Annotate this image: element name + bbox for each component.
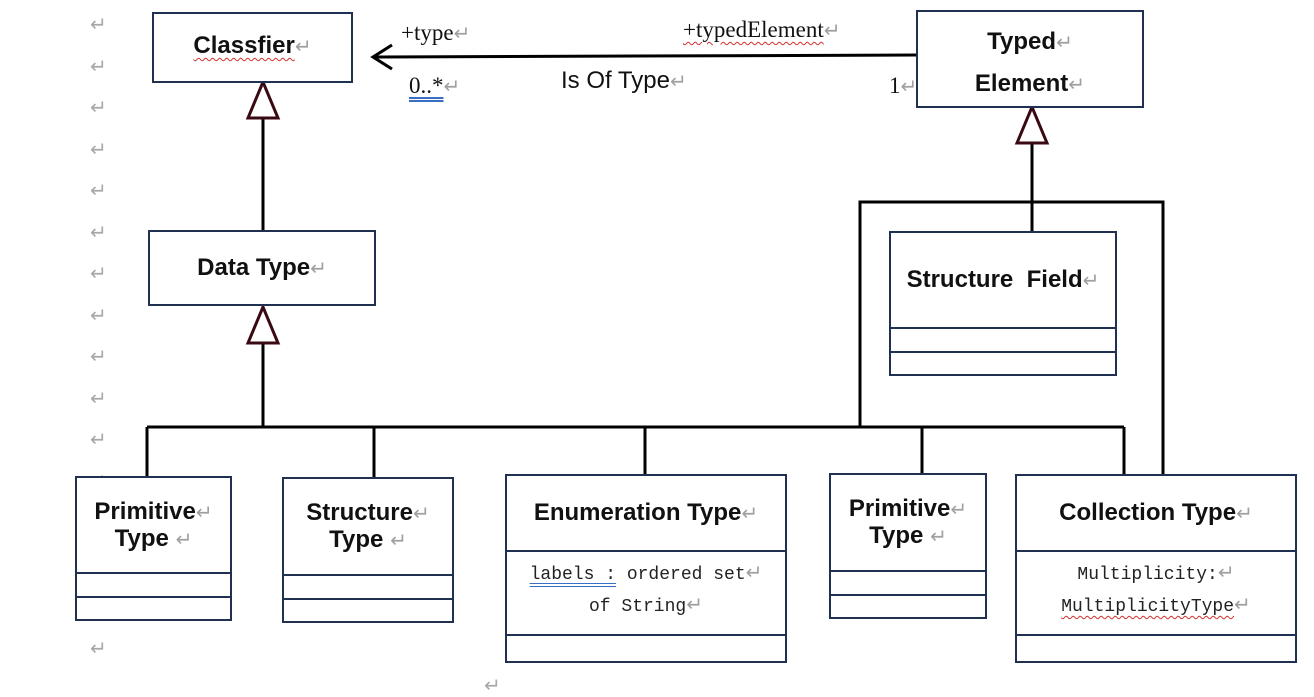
paragraph-mark: ↵ (412, 501, 430, 525)
paragraph-mark: ↵ (484, 673, 501, 697)
association-line (372, 53, 918, 59)
generalization-triangle-classifier (245, 78, 281, 120)
operation-separator (891, 351, 1115, 353)
paragraph-mark: ↵ (1082, 268, 1100, 292)
typed-element-name-line2: Element (974, 70, 1069, 97)
typedelement-branch (858, 200, 1165, 475)
role-label-type: +type↵ (401, 20, 470, 46)
paragraph-mark: ↵ (900, 74, 918, 98)
paragraph-mark: ↵ (390, 528, 407, 552)
operation-separator (507, 634, 785, 636)
paragraph-mark: ↵ (90, 344, 107, 368)
association-arrowhead (370, 43, 393, 71)
multiplicity-typed-element-text: 1 (889, 73, 901, 98)
paragraph-mark: ↵ (90, 137, 107, 161)
collection-attr-name: Multiplicity: (1077, 565, 1218, 585)
class-enumeration-type[interactable]: Enumeration Type↵ labels : ordered set↵ … (505, 474, 787, 663)
attribute-separator (1017, 550, 1295, 552)
paragraph-mark: ↵ (90, 261, 107, 285)
paragraph-mark: ↵ (1217, 560, 1235, 584)
paragraph-mark: ↵ (669, 69, 687, 93)
typed-element-name-line1: Typed (987, 28, 1057, 55)
role-typed-element-text: +typedElement (683, 17, 824, 42)
attribute-separator (284, 574, 452, 576)
paragraph-mark: ↵ (90, 95, 107, 119)
structure-type-name-line1: Structure (306, 499, 413, 526)
paragraph-mark: ↵ (90, 636, 107, 660)
generalization-triangle-datatype (245, 303, 281, 345)
paragraph-mark: ↵ (90, 303, 107, 327)
paragraph-mark: ↵ (90, 178, 107, 202)
operation-separator (831, 594, 985, 596)
primitive-type-1-name-line2: Type (114, 525, 169, 552)
paragraph-mark: ↵ (950, 497, 968, 521)
data-type-name: Data Type (197, 254, 311, 281)
paragraph-mark: ↵ (90, 386, 107, 410)
paragraph-mark: ↵ (1234, 592, 1251, 616)
class-typed-element[interactable]: Typed↵ Element↵ (916, 10, 1144, 108)
enumeration-type-name: Enumeration Type (533, 499, 742, 526)
paragraph-mark: ↵ (90, 220, 107, 244)
classifier-name: Classfier (193, 32, 295, 59)
attribute-separator (831, 570, 985, 572)
paragraph-mark: ↵ (310, 256, 327, 280)
class-structure-type[interactable]: Structure↵ Type ↵ (282, 477, 454, 623)
paragraph-mark: ↵ (930, 524, 947, 548)
operation-separator (77, 596, 230, 598)
role-type-text: +type (401, 20, 454, 45)
multiplicity-typed-element: 1↵ (889, 73, 917, 99)
paragraph-mark: ↵ (823, 18, 841, 42)
class-name: Classfier↵ (154, 32, 351, 60)
paragraph-mark: ↵ (1236, 501, 1253, 525)
multiplicity-classifier: 0..*↵ (409, 73, 460, 99)
primitive-type-2-name-line2: Type (869, 522, 924, 549)
primitive-type-1-name-line1: Primitive (94, 498, 196, 525)
role-label-typed-element: +typedElement↵ (683, 17, 840, 43)
paragraph-mark: ↵ (745, 560, 763, 584)
paragraph-mark: ↵ (294, 34, 312, 58)
class-data-type[interactable]: Data Type↵ (148, 230, 376, 306)
generalization-triangle-typedelement (1014, 103, 1050, 145)
paragraph-mark: ↵ (90, 427, 107, 451)
structure-type-name-line2: Type (329, 526, 384, 553)
class-primitive-type-1[interactable]: Primitive↵ Type ↵ (75, 476, 232, 621)
association-name-text: Is Of Type (561, 67, 670, 94)
paragraph-mark: ↵ (443, 74, 461, 98)
attribute-separator (891, 327, 1115, 329)
class-collection-type[interactable]: Collection Type↵ Multiplicity:↵ Multipli… (1015, 474, 1297, 663)
attribute-separator (77, 572, 230, 574)
class-classifier[interactable]: Classfier↵ (152, 12, 353, 83)
paragraph-mark: ↵ (453, 21, 471, 45)
collection-attr-type: MultiplicityType (1061, 597, 1235, 617)
operation-separator (284, 598, 452, 600)
paragraph-mark: ↵ (90, 12, 107, 36)
collection-type-name: Collection Type (1059, 499, 1237, 526)
class-structure-field[interactable]: Structure Field↵ (889, 231, 1117, 376)
paragraph-mark: ↵ (90, 54, 107, 78)
class-primitive-type-2[interactable]: Primitive↵ Type ↵ (829, 473, 987, 619)
paragraph-mark: ↵ (195, 500, 213, 524)
operation-separator (1017, 634, 1295, 636)
paragraph-mark: ↵ (175, 527, 193, 551)
enumeration-attr-name: labels : (529, 565, 617, 585)
primitive-type-2-name-line1: Primitive (848, 495, 951, 522)
attribute-separator (507, 550, 785, 552)
paragraph-mark: ↵ (741, 501, 759, 525)
paragraph-mark: ↵ (1056, 30, 1073, 54)
structure-field-name: Structure Field (906, 266, 1083, 293)
paragraph-mark: ↵ (1068, 72, 1086, 96)
enumeration-attr-type: ordered set (616, 565, 746, 585)
enumeration-attr-line2: of String (589, 597, 687, 617)
paragraph-mark: ↵ (686, 592, 703, 616)
multiplicity-classifier-text: 0..* (409, 73, 444, 98)
association-name: Is Of Type↵ (561, 67, 687, 95)
